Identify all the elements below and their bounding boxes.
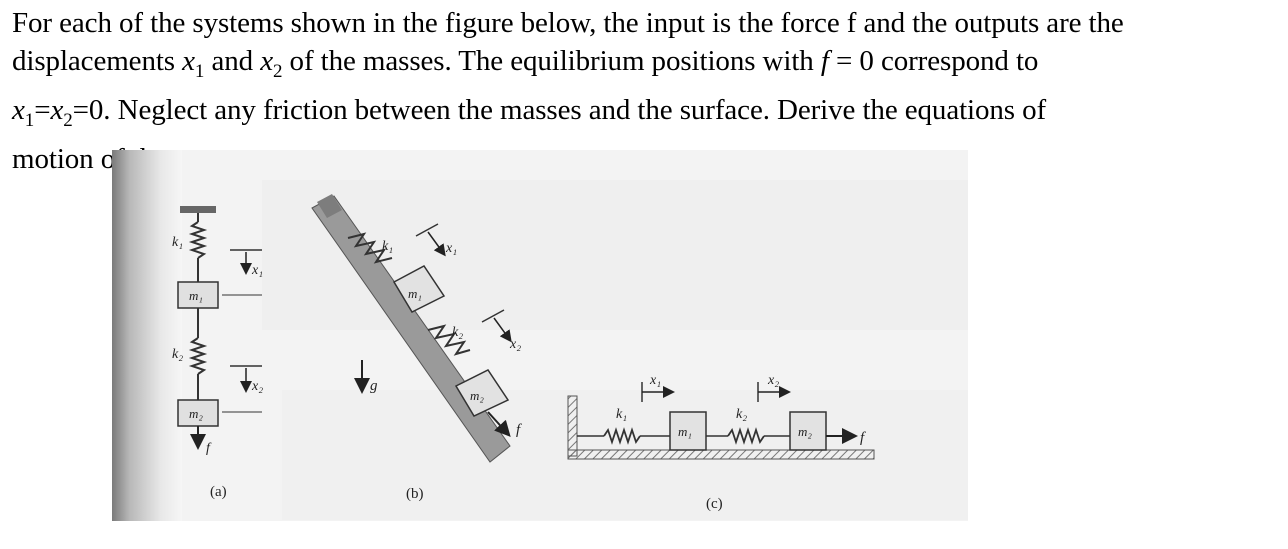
spring-k2-b	[427, 324, 471, 356]
text-span: of the masses. The equilibrium positions…	[282, 45, 821, 77]
label-m2-c: m₂	[798, 424, 812, 439]
var-x1: x	[182, 45, 195, 77]
system-a: k₁ m₁ k₂ m₂ f x₁ x₂ (a)	[172, 206, 263, 500]
caption-b: (b)	[406, 486, 424, 502]
spring-k2-a	[188, 337, 208, 375]
label-x2-b: x₂	[509, 337, 521, 352]
ceiling-a	[180, 206, 216, 213]
label-x2-c: x₂	[767, 373, 779, 388]
label-f-a: f	[206, 441, 212, 456]
text-span: =0. Neglect any friction between the mas…	[72, 93, 1047, 126]
label-x1-c: x₁	[649, 373, 661, 388]
label-m2-a: m₂	[189, 406, 203, 421]
var-f: f	[820, 45, 829, 77]
force-arrow-b	[487, 411, 511, 437]
label-k2-c: k₂	[736, 407, 747, 422]
spring-k2-c	[727, 427, 765, 445]
label-x2-a: x₂	[251, 379, 263, 394]
wall-c	[567, 395, 578, 457]
label-m1-a: m₁	[189, 288, 203, 303]
label-f-c: f	[860, 430, 866, 446]
caption-a: (a)	[210, 484, 227, 500]
label-k1-b: k₁	[382, 239, 393, 254]
mass-m2-a	[177, 399, 219, 427]
sub-2: 2	[272, 60, 283, 82]
caption-c: (c)	[706, 496, 723, 512]
spring-k1-a	[188, 221, 208, 259]
floor-c	[567, 449, 875, 460]
text-span: and	[204, 45, 261, 77]
var-x1: x	[12, 93, 25, 126]
mass-m2-b	[454, 369, 510, 417]
label-g-b: g	[370, 378, 378, 394]
x2-arrow-b	[493, 317, 512, 343]
text-span: =	[34, 93, 51, 126]
system-b: k₁ m₁ k₂ m₂ f g x₁ x₂ (b)	[311, 194, 522, 502]
label-f-b: f	[516, 422, 522, 438]
label-k1-a: k₁	[172, 235, 183, 250]
mass-m1-a	[177, 281, 219, 309]
var-x2: x	[260, 45, 273, 77]
sub-1: 1	[24, 109, 35, 131]
label-x1-b: x₁	[445, 241, 457, 256]
system-c: k₁ m₁ k₂ m₂ f x₁ x₂ (c)	[567, 373, 875, 512]
mass-m2-c	[789, 411, 827, 451]
label-k1-c: k₁	[616, 407, 627, 422]
label-k2-b: k₂	[452, 325, 463, 340]
systems-figure: k₁ m₁ k₂ m₂ f x₁ x₂ (a) k₁ m₁ k₂ m₂ f	[112, 150, 968, 521]
label-m1-b: m₁	[408, 286, 422, 301]
problem-line-1: For each of the systems shown in the fig…	[12, 7, 1124, 39]
spring-k1-c	[603, 427, 641, 445]
mass-m1-c	[669, 411, 707, 451]
label-m2-b: m₂	[470, 388, 484, 403]
text-span: = 0 correspond to	[828, 45, 1039, 77]
label-k2-a: k₂	[172, 347, 183, 362]
mass-m1-b	[392, 265, 446, 313]
sub-2: 2	[63, 109, 73, 131]
label-m1-c: m₁	[678, 424, 692, 439]
label-x1-a: x₁	[251, 263, 263, 278]
x1-arrow-b	[427, 231, 446, 257]
problem-line-2: displacements x1 and x2 of the masses. T…	[12, 42, 1282, 91]
problem-line-3: x1=x2=0. Neglect any friction between th…	[12, 91, 1282, 140]
text-span: displacements	[12, 45, 183, 77]
sub-1: 1	[194, 60, 205, 82]
var-x2: x	[50, 93, 64, 126]
spring-k1-b	[347, 232, 393, 264]
